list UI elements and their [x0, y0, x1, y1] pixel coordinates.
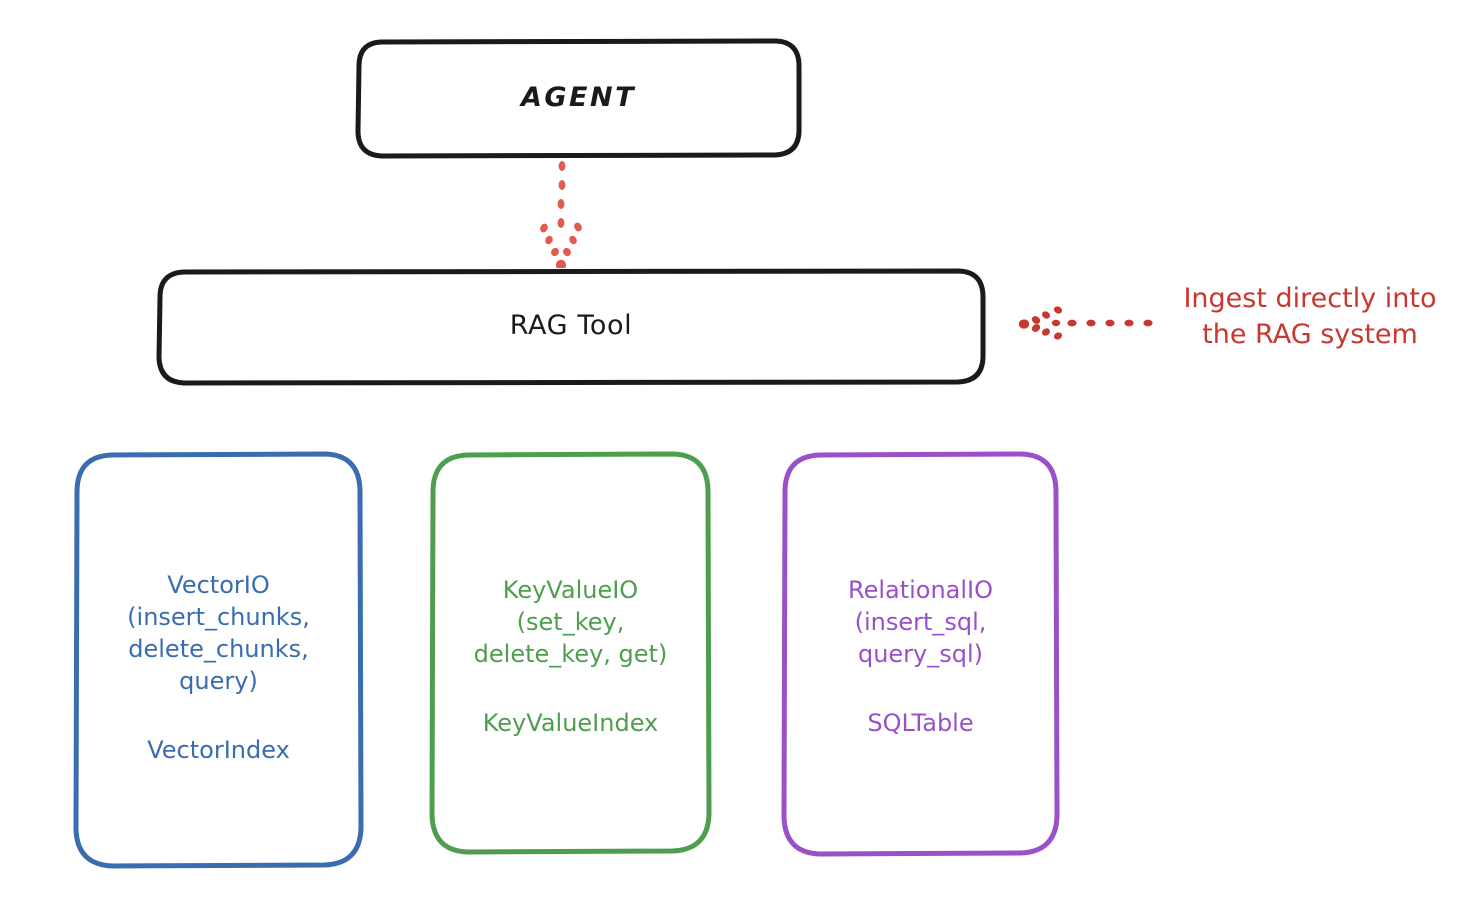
node-agent-label: AGENT: [520, 81, 636, 113]
node-relational-io[interactable]: RelationalIO (insert_sql, query_sql) SQL…: [780, 450, 1061, 858]
node-vector-io[interactable]: VectorIO (insert_chunks, delete_chunks, …: [72, 450, 365, 870]
node-relational-io-text: RelationalIO (insert_sql, query_sql) SQL…: [848, 450, 993, 772]
node-key-value-io-text: KeyValueIO (set_key, delete_key, get) Ke…: [474, 450, 668, 772]
node-vector-io-api-label: VectorIO (insert_chunks, delete_chunks, …: [127, 570, 310, 695]
node-agent[interactable]: AGENT: [355, 38, 802, 159]
node-key-value-io-api-label: KeyValueIO (set_key, delete_key, get): [473, 575, 668, 668]
node-key-value-io[interactable]: KeyValueIO (set_key, delete_key, get) Ke…: [428, 450, 713, 856]
node-relational-io-api-label: RelationalIO (insert_sql, query_sql): [847, 575, 994, 668]
node-key-value-io-index-label: KeyValueIndex: [482, 708, 659, 737]
node-relational-io-index-label: SQLTable: [867, 708, 974, 737]
arrow-agent-to-rag-tool: [540, 161, 582, 271]
annotation-ingest-note: Ingest directly into the RAG system: [1183, 283, 1437, 350]
node-vector-io-index-label: VectorIndex: [147, 735, 290, 764]
node-rag-tool-label: RAG Tool: [509, 310, 633, 342]
node-vector-io-text: VectorIO (insert_chunks, delete_chunks, …: [127, 450, 310, 799]
node-rag-tool[interactable]: RAG Tool: [156, 268, 986, 386]
arrow-ingest-to-rag-tool: [1018, 306, 1153, 340]
